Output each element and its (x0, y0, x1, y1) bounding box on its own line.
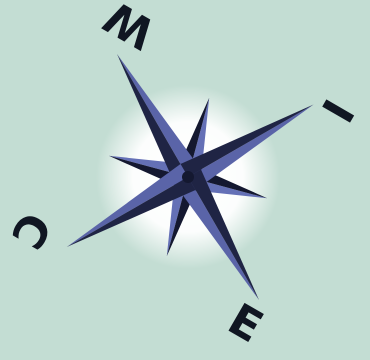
rose-center (182, 171, 194, 183)
